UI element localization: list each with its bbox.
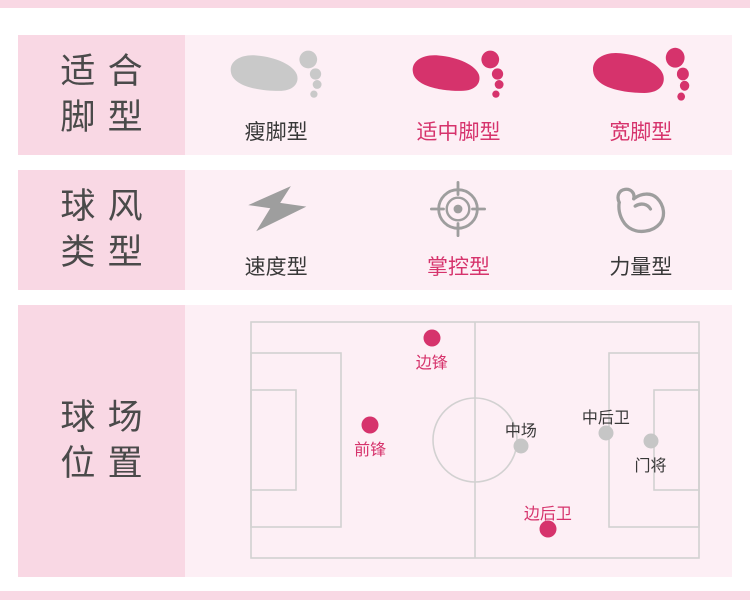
soccer-field-lines xyxy=(250,321,700,559)
section-title-line: 位置 xyxy=(60,444,155,483)
section-title-foot-type: 适合 脚型 xyxy=(18,35,185,155)
crosshair-target-icon xyxy=(429,180,487,238)
position-label: 中后卫 xyxy=(581,409,630,427)
position-dot xyxy=(423,329,441,347)
foot-type-options: 瘦脚型 适中脚型 xyxy=(185,35,732,155)
position-dot xyxy=(539,520,557,538)
style-option-speed: 速度型 xyxy=(201,180,351,281)
section-foot-type: 适合 脚型 瘦脚型 xyxy=(18,35,732,155)
position-label: 边后卫 xyxy=(523,506,572,524)
field-left-goal-box xyxy=(250,389,297,491)
bottom-strip xyxy=(0,591,750,600)
muscle-icon xyxy=(609,180,673,238)
foot-option-thin: 瘦脚型 xyxy=(201,45,351,146)
position-dot xyxy=(361,416,379,434)
position-label: 中场 xyxy=(504,422,537,440)
position-dot xyxy=(513,438,529,454)
section-title-line: 球风 xyxy=(60,187,155,226)
style-option-control: 掌控型 xyxy=(383,180,533,281)
foot-option-label: 宽脚型 xyxy=(609,120,673,144)
section-title-line: 适合 xyxy=(60,52,155,91)
footprint-icon xyxy=(591,45,691,103)
position-dot xyxy=(598,425,614,441)
foot-option-medium: 适中脚型 xyxy=(383,45,533,146)
section-title-field-position: 球场 位置 xyxy=(18,305,185,577)
position-dot xyxy=(643,433,658,449)
play-style-options: 速度型 掌控型 xyxy=(185,170,732,290)
position-label: 门将 xyxy=(634,458,667,476)
foot-option-wide: 宽脚型 xyxy=(566,45,716,146)
section-play-style: 球风 类型 速度型 xyxy=(18,170,732,290)
foot-option-label: 瘦脚型 xyxy=(244,120,308,144)
footprint-icon xyxy=(226,45,326,103)
footprint-icon xyxy=(408,45,508,103)
section-title-line: 脚型 xyxy=(60,98,155,137)
lightning-icon xyxy=(243,180,309,238)
section-title-play-style: 球风 类型 xyxy=(18,170,185,290)
top-strip xyxy=(0,0,750,8)
section-field-position: 球场 位置 边锋 xyxy=(18,305,732,577)
position-label: 边锋 xyxy=(415,354,448,372)
soccer-field-diagram: 边锋 前锋 中场 中后卫 门将 xyxy=(250,321,700,559)
style-option-label: 掌控型 xyxy=(426,255,490,279)
section-title-line: 类型 xyxy=(60,233,155,272)
position-label: 前锋 xyxy=(354,442,387,459)
style-option-label: 力量型 xyxy=(609,255,673,279)
field-position-panel: 边锋 前锋 中场 中后卫 门将 xyxy=(185,305,732,577)
section-title-line: 球场 xyxy=(60,398,155,437)
style-option-label: 速度型 xyxy=(244,255,308,279)
foot-option-label: 适中脚型 xyxy=(416,120,501,144)
style-option-power: 力量型 xyxy=(566,180,716,281)
